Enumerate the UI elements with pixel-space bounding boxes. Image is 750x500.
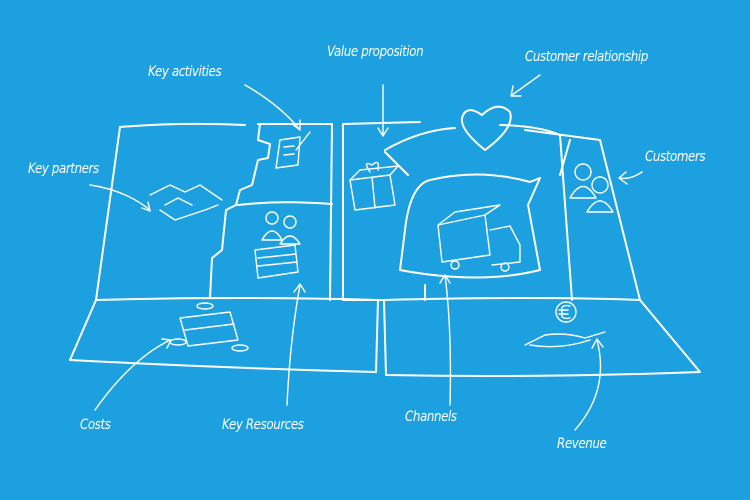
label-customer-relationship: Customer relationship xyxy=(525,49,648,65)
customers-icon xyxy=(569,163,614,213)
left-board xyxy=(69,122,379,373)
arrows xyxy=(89,74,643,431)
right-board xyxy=(342,121,701,377)
euro-coin-hand-icon xyxy=(524,301,606,348)
label-key-resources: Key Resources xyxy=(222,417,304,433)
label-channels: Channels xyxy=(405,409,457,425)
handshake-icon xyxy=(149,184,223,221)
label-key-partners: Key partners xyxy=(28,161,99,177)
heart-icon xyxy=(460,105,512,151)
checklist-icon xyxy=(275,131,311,169)
label-revenue: Revenue xyxy=(557,436,607,452)
label-key-activities: Key activities xyxy=(148,64,222,80)
people-icon xyxy=(261,211,301,245)
label-costs: Costs xyxy=(80,417,111,433)
money-stack-icon xyxy=(254,244,299,279)
label-value-proposition: Value proposition xyxy=(327,44,424,60)
gift-icon xyxy=(349,161,399,211)
coins-icon xyxy=(169,302,249,352)
truck-icon xyxy=(437,204,521,272)
label-customers: Customers xyxy=(645,149,706,165)
